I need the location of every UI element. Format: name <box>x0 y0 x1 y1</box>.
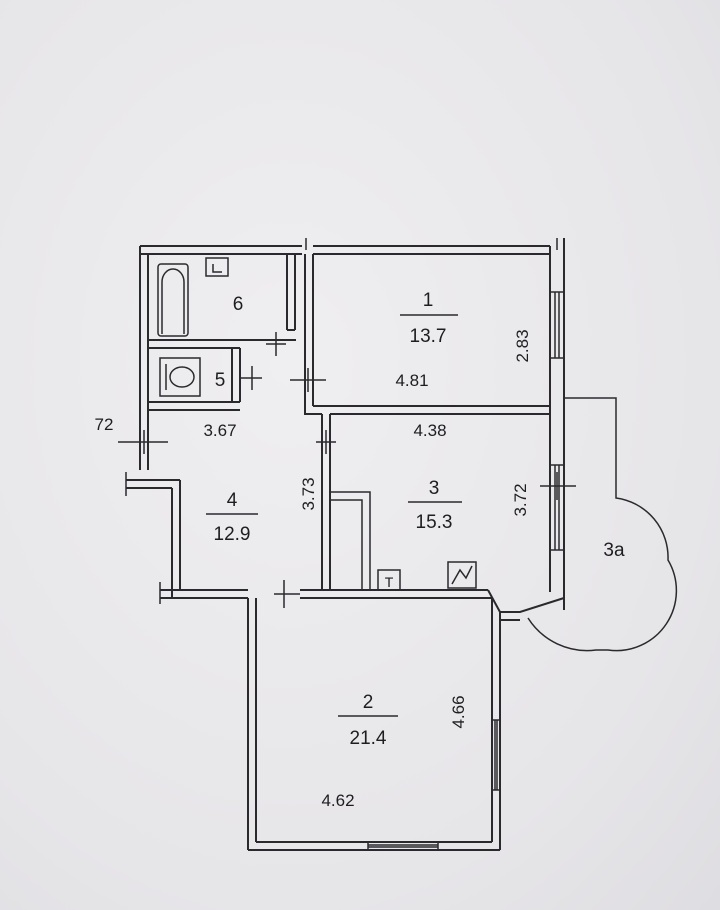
toilet-icon <box>159 357 201 397</box>
t-box-icon <box>377 569 401 591</box>
room-3-depth: 3.72 <box>511 483 530 516</box>
t-box-label: T <box>385 574 394 590</box>
balcony-3a-number: 3а <box>603 540 625 561</box>
balcony-outline <box>527 397 678 652</box>
room-4-number: 4 <box>227 490 238 511</box>
room-2-depth: 4.66 <box>449 695 468 728</box>
room-1-area: 13.7 <box>410 326 447 347</box>
sink-icon <box>205 257 229 277</box>
interior-walls <box>148 254 550 590</box>
fixtures: T <box>157 257 477 591</box>
room-labels: 6 5 1 13.7 4 12.9 3 15.3 2 21.4 3а <box>206 290 625 749</box>
room-3-area: 15.3 <box>416 512 453 533</box>
room-2-area: 21.4 <box>350 728 387 749</box>
room-4-area: 12.9 <box>214 524 251 545</box>
room-3-width: 4.38 <box>413 421 446 440</box>
room-4-width: 3.67 <box>203 421 236 440</box>
room-6-number: 6 <box>233 294 244 315</box>
room-1-depth: 2.83 <box>513 329 532 362</box>
room-5-number: 5 <box>215 370 226 391</box>
room-2-number: 2 <box>363 692 374 713</box>
outer-walls <box>126 238 565 851</box>
room-1-number: 1 <box>423 290 434 311</box>
door-markers <box>118 238 576 608</box>
room-3-number: 3 <box>429 478 440 499</box>
room-1-width: 4.81 <box>395 371 428 390</box>
room-2-width: 4.62 <box>321 791 354 810</box>
left-edge-dimension: 72 <box>95 415 114 434</box>
dimension-labels: 4.81 2.83 4.38 3.72 3.67 3.73 4.62 4.66 … <box>95 329 532 810</box>
room-4-depth: 3.73 <box>299 477 318 510</box>
stove-icon <box>447 561 477 589</box>
bathtub-icon <box>157 263 189 337</box>
windows <box>367 291 565 851</box>
